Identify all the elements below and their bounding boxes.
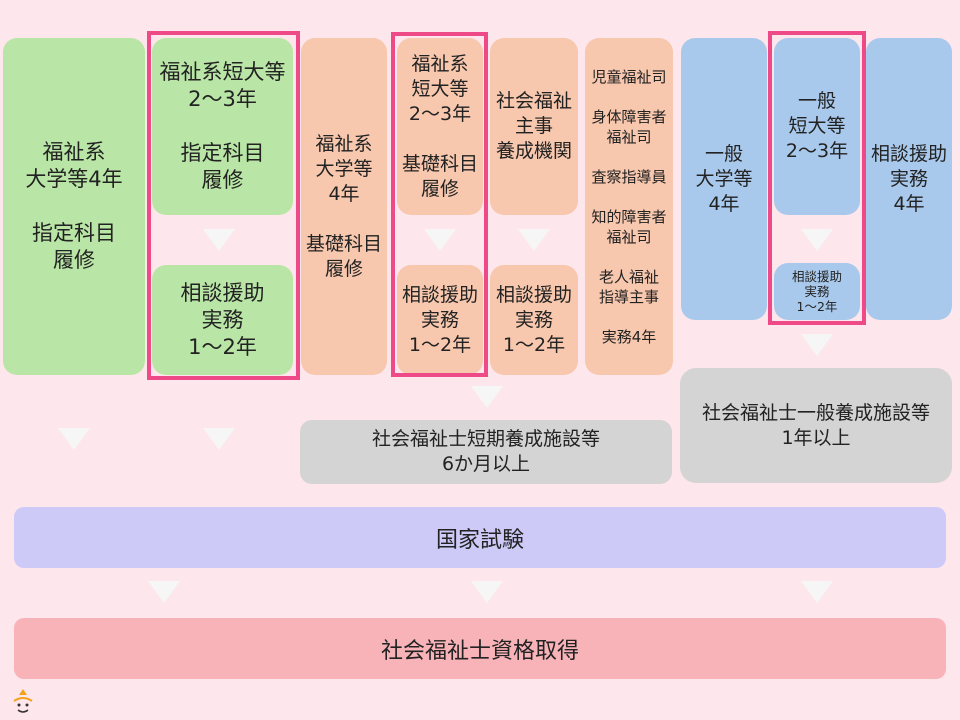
down-arrow-icon: [518, 229, 550, 251]
route-welfare-university-designated: 福祉系 大学等4年 指定科目 履修: [3, 38, 145, 375]
route-social-welfare-officer-training: 社会福祉 主事 養成機関: [490, 38, 578, 215]
route-welfare-junior-college-basic: 福祉系 短大等 2〜3年 基礎科目 履修: [397, 38, 483, 215]
down-arrow-icon: [58, 428, 90, 450]
down-arrow-icon: [424, 229, 456, 251]
route-welfare-university-basic: 福祉系 大学等 4年 基礎科目 履修: [301, 38, 387, 375]
mascot-logo-icon: [13, 689, 33, 713]
route-general-junior-college: 一般 短大等 2〜3年: [774, 38, 860, 215]
route-consultation-practice-3: 相談援助 実務 1〜2年: [490, 265, 578, 375]
route-welfare-officer-experience: 児童福祉司 身体障害者 福祉司 査察指導員 知的障害者 福祉司 老人福祉 指導主…: [585, 38, 673, 375]
highlight-frame-1: [147, 31, 300, 380]
route-general-university: 一般 大学等 4年: [681, 38, 767, 320]
national-exam: 国家試験: [14, 507, 946, 568]
highlight-frame-2: [391, 32, 488, 377]
down-arrow-icon: [203, 428, 235, 450]
down-arrow-icon: [801, 581, 833, 603]
down-arrow-icon: [471, 581, 503, 603]
route-consultation-practice-4: 相談援助 実務 1〜2年: [774, 263, 860, 320]
route-consultation-practice-1: 相談援助 実務 1〜2年: [152, 265, 293, 375]
short-term-training-facility: 社会福祉士短期養成施設等 6か月以上: [300, 420, 672, 484]
route-welfare-junior-college-designated: 福祉系短大等 2〜3年 指定科目 履修: [152, 38, 293, 215]
route-consultation-practice-4-years: 相談援助 実務 4年: [866, 38, 952, 320]
down-arrow-icon: [801, 334, 833, 356]
down-arrow-icon: [471, 386, 503, 408]
down-arrow-icon: [801, 229, 833, 251]
social-worker-qualification: 社会福祉士資格取得: [14, 618, 946, 679]
down-arrow-icon: [148, 581, 180, 603]
highlight-frame-3: [768, 31, 866, 325]
route-consultation-practice-2: 相談援助 実務 1〜2年: [397, 265, 483, 375]
general-training-facility: 社会福祉士一般養成施設等 1年以上: [680, 368, 952, 483]
down-arrow-icon: [203, 229, 235, 251]
